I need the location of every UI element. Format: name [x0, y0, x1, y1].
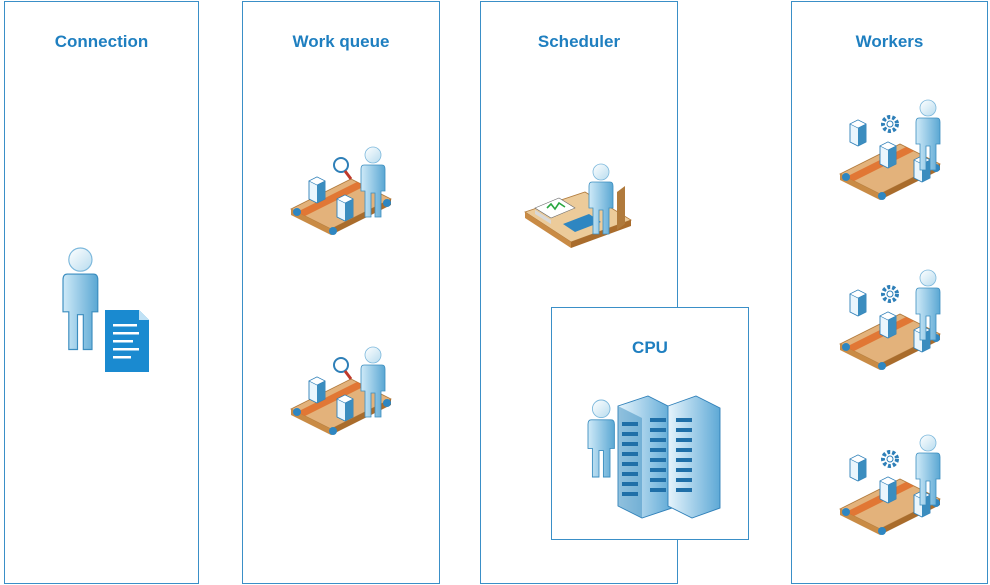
conveyor-inspector-icon [290, 346, 396, 437]
desk-worker-icon [524, 162, 635, 262]
conveyor-gear-worker-icon [839, 434, 945, 545]
lane-title: Connection [54, 32, 149, 51]
lane-connection: Connection [4, 1, 199, 584]
lane-workers: Workers [791, 1, 988, 584]
conveyor-gear-worker-icon [839, 269, 945, 380]
conveyor-gear-worker-icon [839, 99, 945, 210]
person-with-document-icon [59, 247, 154, 376]
lane-title: Workers [855, 32, 924, 51]
server-rack-operator-icon [587, 395, 721, 526]
lane-title: CPU [632, 338, 668, 357]
lane-title: Scheduler [537, 32, 621, 51]
conveyor-inspector-icon [290, 146, 396, 237]
cpu-box: CPU [551, 307, 749, 540]
lane-title: Work queue [292, 32, 390, 51]
lane-work-queue: Work queue [242, 1, 440, 584]
